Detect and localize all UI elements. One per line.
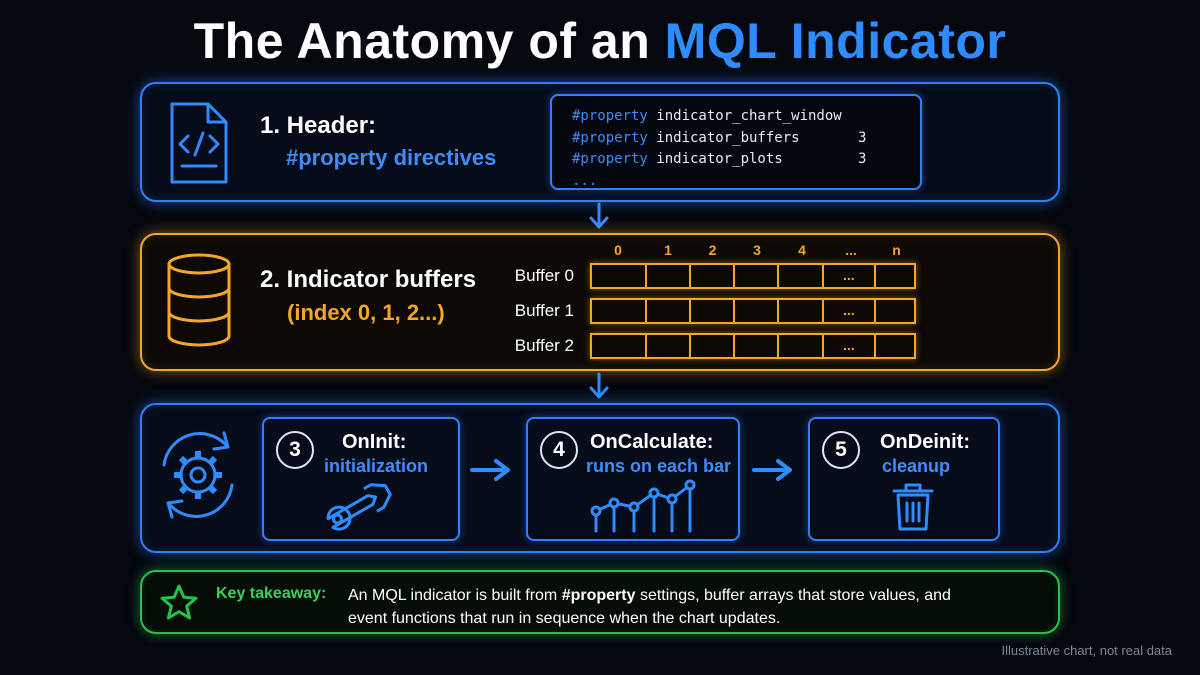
buffer-cell [735, 300, 779, 322]
buffer-cell [779, 265, 825, 287]
buffer-cell [876, 300, 915, 322]
buffer-cell [779, 335, 825, 357]
database-icon [167, 253, 231, 347]
buffer-index-label: 0 [614, 242, 622, 258]
star-icon [160, 584, 198, 620]
step-number: 3 [276, 431, 314, 469]
arrow-right-icon [752, 459, 792, 481]
buffers-title: 2. Indicator buffers [260, 266, 477, 293]
step-subtitle: runs on each bar [586, 456, 732, 476]
buffer-index-label: n [892, 242, 901, 258]
buffer-array-row: ... [590, 333, 916, 359]
buffer-index-label: 4 [798, 242, 806, 258]
buffer-index-label: ... [845, 242, 857, 258]
buffer-cell: ... [824, 335, 876, 357]
title-main: The Anatomy of an [193, 13, 665, 69]
buffer-cell [647, 300, 691, 322]
buffer-cell [876, 335, 915, 357]
buffer-cell [691, 335, 736, 357]
code-file-icon [170, 102, 228, 184]
buffer-index-label: 1 [664, 242, 672, 258]
arrow-down-icon [589, 202, 609, 229]
step-title: OnCalculate: [590, 431, 714, 453]
page-title: The Anatomy of an MQL Indicator [0, 12, 1200, 70]
buffer-row-label: Buffer 1 [514, 301, 574, 320]
header-subtitle: #property directives [286, 145, 497, 170]
step-number: 5 [822, 431, 860, 469]
code-snippet: #property indicator_chart_window #proper… [550, 94, 922, 190]
step-subtitle: initialization [324, 456, 429, 476]
buffer-cell [691, 265, 736, 287]
code-line: ... [572, 172, 598, 189]
buffer-index-label: 2 [708, 242, 717, 258]
header-title: 1. Header: [260, 112, 377, 139]
buffers-panel [140, 233, 1060, 371]
wrench-icon [326, 483, 392, 531]
buffer-cell [779, 300, 825, 322]
arrow-right-icon [470, 459, 510, 481]
buffer-array-row: ... [590, 298, 916, 324]
buffer-cell [592, 335, 648, 357]
buffer-cell [592, 265, 648, 287]
trash-icon [892, 483, 934, 531]
buffer-row-label: Buffer 0 [514, 266, 574, 285]
buffer-cell: ... [824, 265, 876, 287]
step-oncalculate: 4 OnCalculate: runs on each bar [526, 417, 740, 541]
buffer-cell [647, 265, 691, 287]
arrow-down-icon [589, 372, 609, 399]
step-title: OnInit: [342, 431, 407, 453]
step-title: OnDeinit: [880, 431, 970, 453]
step-ondeinit: 5 OnDeinit: cleanup [808, 417, 1000, 541]
buffer-cell [592, 300, 648, 322]
buffer-cell [876, 265, 915, 287]
footnote: Illustrative chart, not real data [1001, 643, 1172, 658]
buffer-cell [735, 335, 779, 357]
buffer-cell [735, 265, 779, 287]
takeaway-text: An MQL indicator is built from #property… [348, 587, 951, 627]
takeaway-panel [140, 570, 1060, 634]
gear-cycle-icon [162, 431, 234, 519]
line-chart-icon [590, 479, 696, 533]
buffer-row-label: Buffer 2 [514, 336, 574, 355]
buffers-subtitle: (index 0, 1, 2...) [287, 300, 445, 325]
buffer-cell [691, 300, 736, 322]
buffer-cell: ... [824, 300, 876, 322]
takeaway-label: Key takeaway: [216, 585, 327, 602]
title-accent: MQL Indicator [664, 13, 1007, 69]
buffer-array-row: ... [590, 263, 916, 289]
step-number: 4 [540, 431, 578, 469]
code-line: #property indicator_chart_window [572, 108, 842, 124]
step-subtitle: cleanup [882, 456, 951, 476]
step-oninit: 3 OnInit: initialization [262, 417, 460, 541]
buffer-index-label: 3 [753, 242, 761, 258]
buffer-cell [647, 335, 691, 357]
